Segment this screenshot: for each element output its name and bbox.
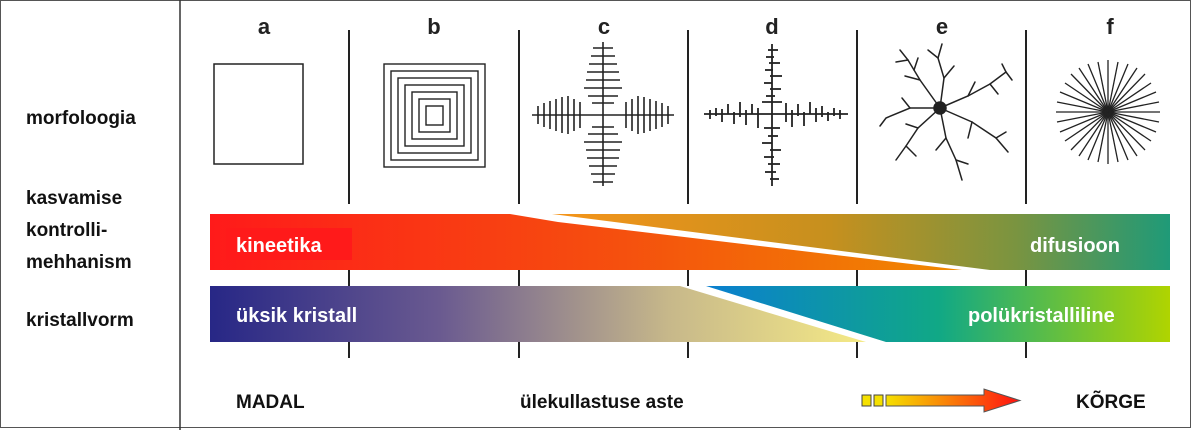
row-label-control-1: kasvamise: [26, 188, 123, 209]
morphology-f-spherulite-icon: [1056, 60, 1160, 164]
diffusion-bar: [552, 214, 1170, 270]
column-label-c: c: [597, 14, 611, 39]
morphology-b-nested-squares-icon: [383, 63, 486, 168]
column-dividers: [348, 30, 1027, 358]
morphology-d-dendrite-cross-icon: [704, 44, 848, 186]
row-label-crystal-form: kristallvorm: [26, 310, 134, 331]
kinetics-bar: [210, 214, 962, 270]
polycrystalline-label: polükristalliline: [968, 305, 1115, 327]
morphology-c-cross-icon: [532, 42, 674, 186]
kinetics-label: kineetika: [236, 235, 322, 257]
axis-high-label: KÕRGE: [1076, 392, 1146, 413]
column-label-e: e: [935, 14, 949, 39]
axis-low-label: MADAL: [236, 392, 305, 413]
single-crystal-label: üksik kristall: [236, 305, 357, 327]
kinetics-label-bg: [226, 228, 352, 260]
axis-title: ülekullastuse aste: [520, 392, 684, 413]
polycrystalline-bar: [706, 286, 1170, 342]
column-label-b: b: [427, 14, 441, 39]
supersaturation-arrow-icon: [861, 388, 1022, 413]
morphology-e-dendrite-icon: [879, 43, 1013, 181]
morphology-a-square-icon: [213, 63, 304, 165]
row-label-morphology: morfoloogia: [26, 108, 136, 129]
row-label-control-2: kontrolli-: [26, 220, 108, 241]
diffusion-label: difusioon: [1030, 235, 1120, 257]
column-label-a: a: [257, 14, 271, 39]
column-label-d: d: [765, 14, 779, 39]
row-label-control-3: mehhanism: [26, 252, 132, 273]
single-crystal-bar: [210, 286, 866, 342]
column-label-f: f: [1106, 14, 1114, 39]
